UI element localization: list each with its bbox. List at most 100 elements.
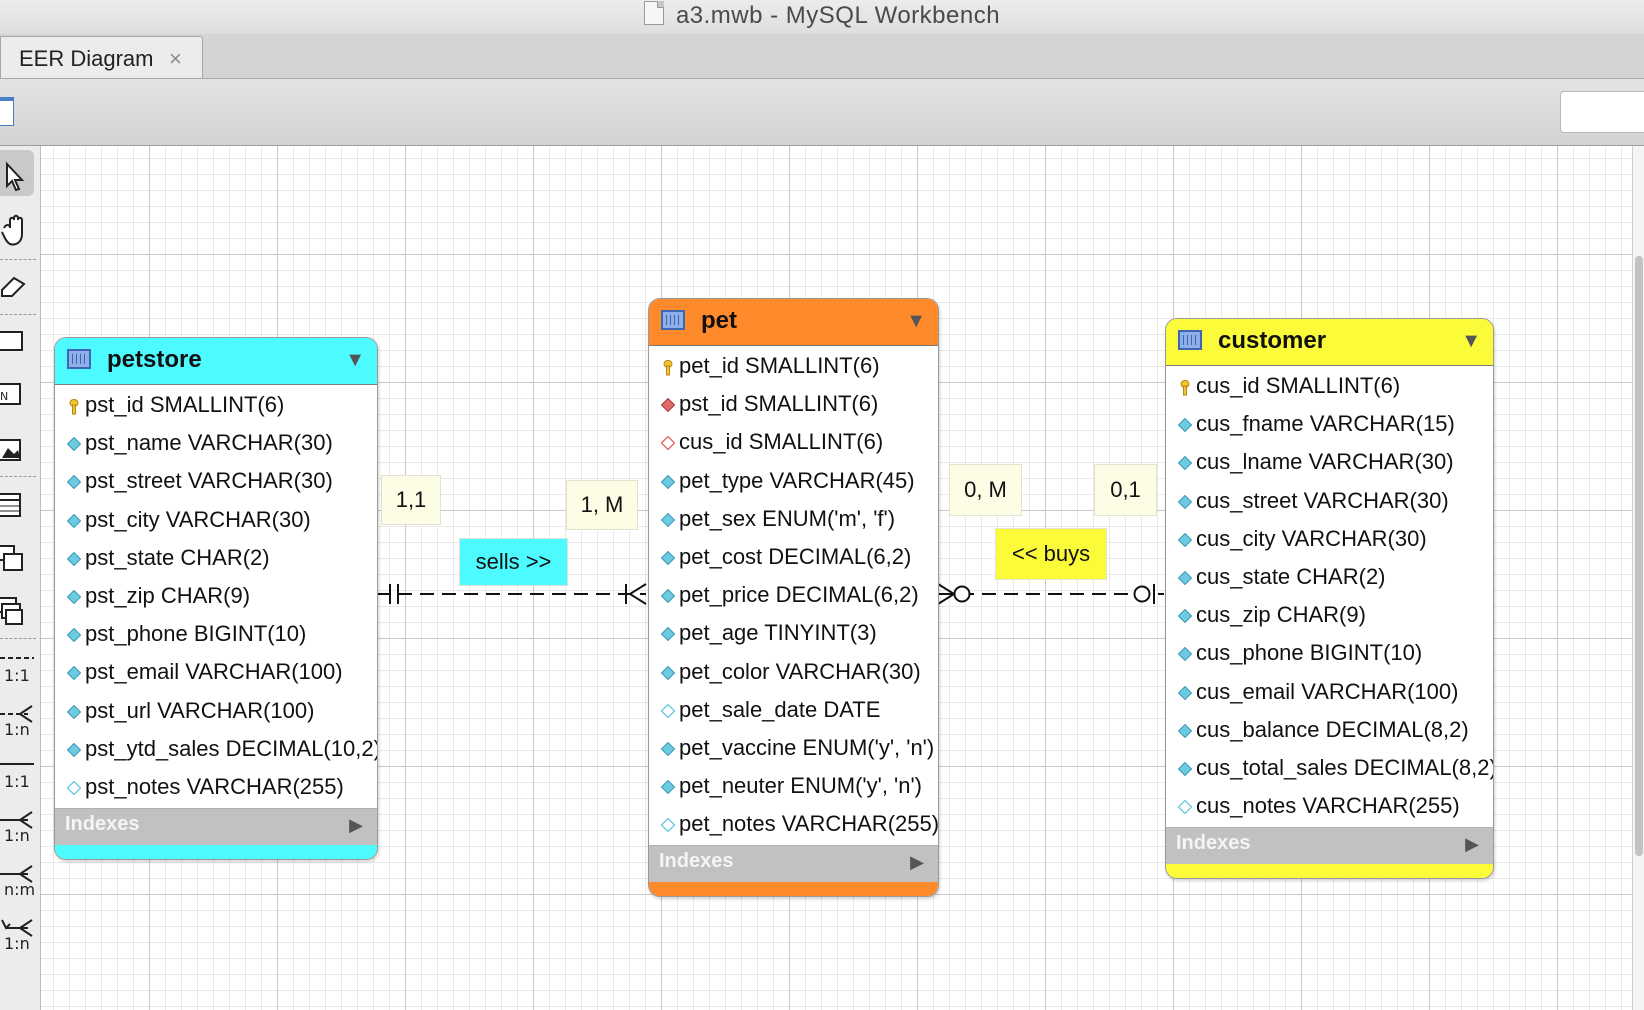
relationship-existing-columns-tool[interactable]: 1:n xyxy=(0,916,38,964)
column-row[interactable]: pet_sale_date DATE xyxy=(649,693,938,731)
column-row[interactable]: cus_email VARCHAR(100) xyxy=(1166,675,1493,713)
relationship-customer-pet[interactable] xyxy=(937,583,1164,605)
routine-group-icon[interactable] xyxy=(0,590,38,638)
column-row[interactable]: pet_neuter ENUM('y', 'n') xyxy=(649,769,938,807)
column-row[interactable]: cus_lname VARCHAR(30) xyxy=(1166,445,1493,483)
column-row[interactable]: pst_street VARCHAR(30) xyxy=(55,464,377,502)
image-icon[interactable] xyxy=(0,430,38,478)
table-icon xyxy=(661,310,685,330)
column-row[interactable]: pet_color VARCHAR(30) xyxy=(649,655,938,693)
toolbar-search-input[interactable] xyxy=(1560,91,1644,133)
column-definition: pet_age TINYINT(3) xyxy=(679,620,877,646)
column-row[interactable]: pst_state CHAR(2) xyxy=(55,541,377,579)
column-row[interactable]: cus_phone BIGINT(10) xyxy=(1166,636,1493,674)
hand-pan-icon[interactable] xyxy=(0,208,38,256)
column-row[interactable]: cus_zip CHAR(9) xyxy=(1166,598,1493,636)
relationship-note-sells[interactable]: sells >> xyxy=(459,538,568,586)
arrow-pointer-icon[interactable] xyxy=(0,150,34,196)
relationship-1-1-non-identifying-tool[interactable]: 1:1 xyxy=(0,650,38,698)
relationship-tool-label: 1:n xyxy=(4,720,30,739)
diamond-filled-icon xyxy=(660,627,676,642)
cardinality-note-petstore[interactable]: 1,1 xyxy=(381,475,441,525)
collapse-triangle-icon[interactable]: ▼ xyxy=(906,310,926,332)
column-row[interactable]: pet_type VARCHAR(45) xyxy=(649,464,938,502)
column-row[interactable]: pst_id SMALLINT(6) xyxy=(649,387,938,425)
table-customer[interactable]: customer ▼ cus_id SMALLINT(6)cus_fname V… xyxy=(1165,318,1494,880)
relationship-1-n-identifying-tool[interactable]: 1:n xyxy=(0,808,38,856)
tab-close-icon[interactable]: × xyxy=(169,46,182,71)
table-petstore[interactable]: petstore ▼ pst_id SMALLINT(6)pst_name VA… xyxy=(54,337,378,861)
column-row[interactable]: pet_id SMALLINT(6) xyxy=(649,349,938,387)
view-icon[interactable] xyxy=(0,536,38,584)
column-row[interactable]: pst_name VARCHAR(30) xyxy=(55,426,377,464)
relationship-1-n-non-identifying-tool[interactable]: 1:n xyxy=(0,702,38,750)
diamond-filled-icon xyxy=(1177,532,1193,547)
column-definition: pet_price DECIMAL(6,2) xyxy=(679,582,919,608)
diamond-outline-icon xyxy=(660,703,676,719)
column-row[interactable]: cus_id SMALLINT(6) xyxy=(649,425,938,463)
collapse-triangle-icon[interactable]: ▼ xyxy=(1461,330,1481,352)
column-row[interactable]: pst_email VARCHAR(100) xyxy=(55,655,377,693)
text-note-icon[interactable]: N xyxy=(0,374,38,422)
column-row[interactable]: pet_vaccine ENUM('y', 'n') xyxy=(649,731,938,769)
column-definition: pet_notes VARCHAR(255) xyxy=(679,811,939,837)
vertical-scrollbar[interactable] xyxy=(1632,146,1644,1010)
column-row[interactable]: cus_city VARCHAR(30) xyxy=(1166,522,1493,560)
eraser-icon[interactable] xyxy=(0,264,38,312)
column-row[interactable]: pst_notes VARCHAR(255) xyxy=(55,770,377,808)
collapse-triangle-icon[interactable]: ▼ xyxy=(345,349,365,371)
column-row[interactable]: pst_city VARCHAR(30) xyxy=(55,503,377,541)
table-pet[interactable]: pet ▼ pet_id SMALLINT(6)pst_id SMALLINT(… xyxy=(648,298,939,898)
relationship-tool-label: 1:n xyxy=(4,826,30,845)
column-row[interactable]: pst_id SMALLINT(6) xyxy=(55,388,377,426)
palette-separator xyxy=(0,638,36,639)
column-row[interactable]: pet_notes VARCHAR(255) xyxy=(649,807,938,845)
indexes-section[interactable]: Indexes ▶ xyxy=(55,808,377,846)
table-header[interactable]: petstore ▼ xyxy=(55,338,377,385)
column-row[interactable]: pet_sex ENUM('m', 'f') xyxy=(649,502,938,540)
tab-eer-diagram[interactable]: EER Diagram × xyxy=(0,36,203,78)
layer-icon[interactable] xyxy=(0,320,38,368)
column-row[interactable]: pst_zip CHAR(9) xyxy=(55,579,377,617)
cardinality-note-text: 0,1 xyxy=(1110,477,1141,502)
column-definition: cus_balance DECIMAL(8,2) xyxy=(1196,716,1469,742)
table-icon[interactable] xyxy=(0,482,38,530)
column-row[interactable]: pet_price DECIMAL(6,2) xyxy=(649,578,938,616)
column-row[interactable]: cus_street VARCHAR(30) xyxy=(1166,484,1493,522)
column-row[interactable]: pet_age TINYINT(3) xyxy=(649,616,938,654)
column-row[interactable]: cus_notes VARCHAR(255) xyxy=(1166,789,1493,827)
toggle-sidebar-icon[interactable] xyxy=(0,97,14,126)
expand-arrow-icon[interactable]: ▶ xyxy=(910,852,924,873)
window-titlebar: a3.mwb - MySQL Workbench xyxy=(0,0,1644,34)
cardinality-note-customer[interactable]: 0,1 xyxy=(1094,464,1157,516)
expand-arrow-icon[interactable]: ▶ xyxy=(349,815,363,836)
indexes-section[interactable]: Indexes ▶ xyxy=(1166,827,1493,865)
diamond-filled-icon xyxy=(1177,761,1193,777)
table-title: petstore xyxy=(107,346,202,373)
column-definition: cus_street VARCHAR(30) xyxy=(1196,487,1449,513)
relationship-petstore-pet[interactable] xyxy=(376,583,647,605)
table-header[interactable]: customer ▼ xyxy=(1166,319,1493,366)
column-row[interactable]: pst_url VARCHAR(100) xyxy=(55,694,377,732)
column-row[interactable]: cus_id SMALLINT(6) xyxy=(1166,369,1493,407)
table-header[interactable]: pet ▼ xyxy=(649,299,938,346)
scrollbar-thumb[interactable] xyxy=(1635,256,1643,856)
column-row[interactable]: cus_fname VARCHAR(15) xyxy=(1166,407,1493,445)
diagram-toolbar xyxy=(0,79,1644,146)
tab-bar: EER Diagram × xyxy=(0,34,1644,79)
relationship-note-buys[interactable]: << buys xyxy=(995,528,1107,580)
column-row[interactable]: cus_state CHAR(2) xyxy=(1166,560,1493,598)
column-definition: cus_email VARCHAR(100) xyxy=(1196,678,1459,704)
relationship-1-1-identifying-tool[interactable]: 1:1 xyxy=(0,756,38,804)
expand-arrow-icon[interactable]: ▶ xyxy=(1465,834,1479,855)
column-row[interactable]: pst_ytd_sales DECIMAL(10,2) xyxy=(55,732,377,770)
indexes-section[interactable]: Indexes ▶ xyxy=(649,845,938,883)
column-row[interactable]: cus_balance DECIMAL(8,2) xyxy=(1166,713,1493,751)
column-row[interactable]: pet_cost DECIMAL(6,2) xyxy=(649,540,938,578)
column-row[interactable]: pst_phone BIGINT(10) xyxy=(55,617,377,655)
column-row[interactable]: cus_total_sales DECIMAL(8,2) xyxy=(1166,751,1493,789)
relationship-n-m-tool[interactable]: n:m xyxy=(0,862,38,910)
cardinality-note-pet-sells[interactable]: 1, M xyxy=(566,480,638,530)
cardinality-note-pet-buys[interactable]: 0, M xyxy=(949,464,1022,516)
diamond-filled-icon xyxy=(66,742,82,757)
